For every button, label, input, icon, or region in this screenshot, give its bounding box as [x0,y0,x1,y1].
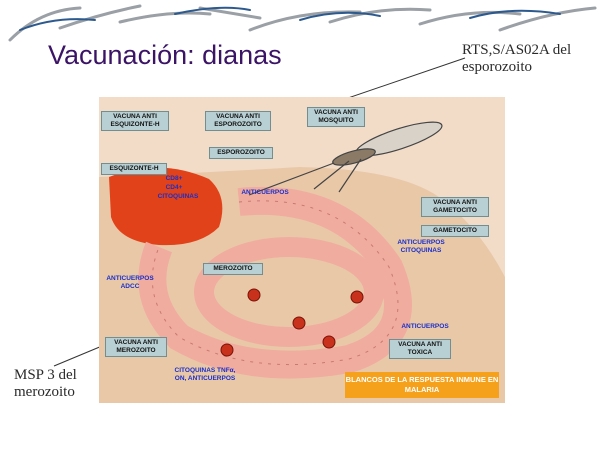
box-esporozoito-vaccine: VACUNA ANTI ESPOROZOITO [205,111,271,131]
infected-rbc-3 [350,290,364,304]
label-citoquinas-bottom: CITOQUINAS TNFα, ON, ANTICUERPOS [174,367,236,382]
box-merozoito: MEROZOITO [203,263,263,275]
msp-annotation: MSP 3 del merozoito [14,367,77,400]
label-citoquinas-liver: CITOQUINAS [157,193,199,200]
mosquito-leg [313,160,350,190]
box-toxica-vaccine: VACUNA ANTI TOXICA [389,339,451,359]
label-anticuerpos-citoquinas-right: ANTICUERPOS CITOQUINAS [397,239,445,254]
box-mosquito-vaccine: VACUNA ANTI MOSQUITO [307,107,365,127]
malaria-lifecycle-diagram: VACUNA ANTI ESQUIZONTE-H VACUNA ANTI ESP… [99,97,505,403]
box-gametocito-vaccine: VACUNA ANTI GAMETOCITO [421,197,489,217]
infected-rbc-1 [247,288,261,302]
legend-banner: BLANCOS DE LA RESPUESTA INMUNE EN MALARI… [345,372,499,398]
infected-rbc-5 [220,343,234,357]
mosquito-body [332,148,376,166]
box-esporozoito: ESPOROZOITO [209,147,273,159]
liver [109,167,223,246]
msp-pointer-line [53,345,103,367]
mosquito-proboscis [248,162,335,196]
mosquito-leg [338,158,362,193]
infected-rbc-4 [322,335,336,349]
label-anticuerpos-lower-right: ANTICUERPOS [401,323,449,330]
box-esquizonte-h: ESQUIZONTE-H [101,163,167,175]
rts-annotation: RTS,S/AS02A del esporozoito [462,42,572,75]
box-gametocito: GAMETOCITO [421,225,489,237]
slide-title: Vacunación: dianas [48,40,282,70]
label-anticuerpos-adcc: ANTICUERPOS ADCC [106,275,154,290]
mosquito [248,121,443,196]
label-cd8: CD8+ [165,175,183,182]
label-cd4: CD4+ [165,184,183,191]
infected-rbc-2 [292,316,306,330]
inner-blood-loop [194,237,384,347]
label-anticuerpos-top: ANTICUERPOS [241,189,289,196]
vessel-flow [151,200,399,366]
box-merozoito-vaccine: VACUNA ANTI MEROZOITO [105,337,167,357]
box-esquizonte-h-vaccine: VACUNA ANTI ESQUIZONTE-H [101,111,169,131]
